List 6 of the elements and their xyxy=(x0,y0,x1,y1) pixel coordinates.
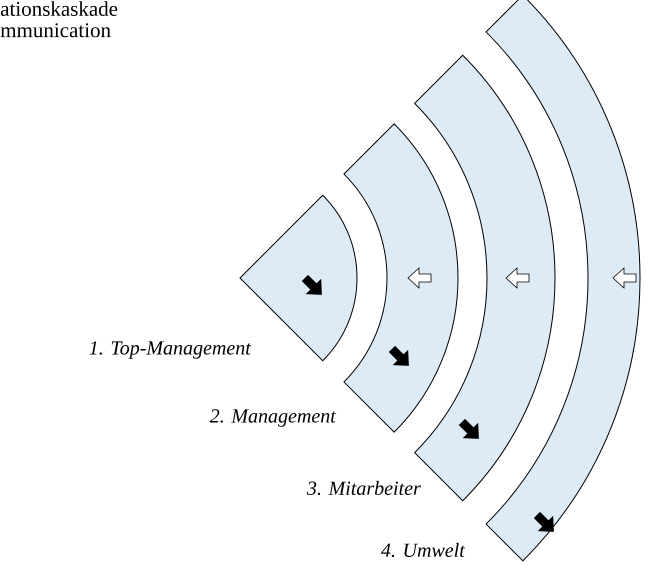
heading-fragment: ationskaskade xyxy=(0,1,118,16)
segment-label: 4. Umwelt xyxy=(380,542,466,558)
segment-label: 1. Top-Management xyxy=(89,341,252,359)
segment-label: 2. Management xyxy=(210,409,336,427)
heading-fragment: mmunication xyxy=(0,23,111,38)
segment-label: 3. Mitarbeiter xyxy=(306,480,421,496)
